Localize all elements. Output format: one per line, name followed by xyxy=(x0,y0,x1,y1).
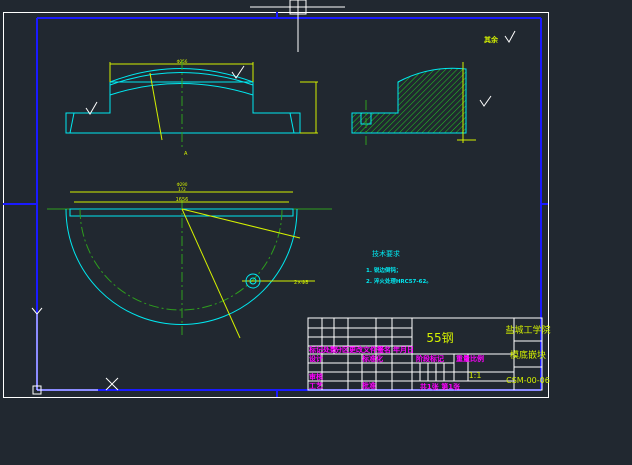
title-block xyxy=(307,317,543,391)
label-design: 设计 xyxy=(309,354,323,363)
label-date: 年月日 xyxy=(393,345,414,354)
tech-req-title: 技术要求 xyxy=(372,249,400,258)
dimension-mid: 172 xyxy=(178,187,186,192)
label-change-doc: 更改文件号 xyxy=(349,345,384,354)
side-section-view: 其余 xyxy=(351,30,516,145)
ucs-icon xyxy=(31,307,119,395)
label-mark: 标记 xyxy=(308,345,323,354)
tech-req-item: 2. 淬火处理HRC57-62。 xyxy=(366,277,432,285)
label-process: 工艺 xyxy=(309,381,323,390)
label-zone: 分区 xyxy=(335,345,349,354)
school-name: 盐城工学院 xyxy=(505,324,550,336)
label-sign: 签名 xyxy=(376,345,391,354)
section-label: A xyxy=(184,151,188,157)
drawing-number: CSM-00-06 xyxy=(506,376,550,385)
label-ratio: 比例 xyxy=(470,354,484,363)
dimension-inner: 1656 xyxy=(176,197,189,203)
material: 55钢 xyxy=(426,331,453,345)
label-approve: 批准 xyxy=(362,381,376,390)
title-block-text: 55钢 盐城工学院 模底嵌块 CSM-00-06 1:1 共1张 第1张 标记 … xyxy=(308,324,551,391)
top-view: Φ290 172 1656 2×Φ8 xyxy=(47,182,332,339)
roughness-note: 其余 xyxy=(484,35,499,44)
front-view: Φ256 A xyxy=(65,59,318,157)
dimension-outer: Φ290 xyxy=(177,182,188,187)
sheet-border xyxy=(3,12,549,398)
label-standardize: 标准化 xyxy=(361,354,383,363)
label-stage-mark: 阶段标记 xyxy=(416,354,444,363)
label-review: 审核 xyxy=(309,372,323,381)
label-count: 处数 xyxy=(322,345,338,354)
tech-requirements: 技术要求 1. 锐边倒钝； 2. 淬火处理HRC57-62。 xyxy=(366,249,432,285)
hole-note: 2×Φ8 xyxy=(294,280,309,286)
crosshair-cursor xyxy=(250,0,345,52)
scale-value: 1:1 xyxy=(469,371,482,380)
part-name: 模底嵌块 xyxy=(510,349,546,361)
tech-req-item: 1. 锐边倒钝； xyxy=(366,266,401,274)
label-weight: 重量 xyxy=(456,354,470,363)
dimension-top-width: Φ256 xyxy=(177,59,188,64)
sheet-count: 共1张 第1张 xyxy=(420,382,461,391)
